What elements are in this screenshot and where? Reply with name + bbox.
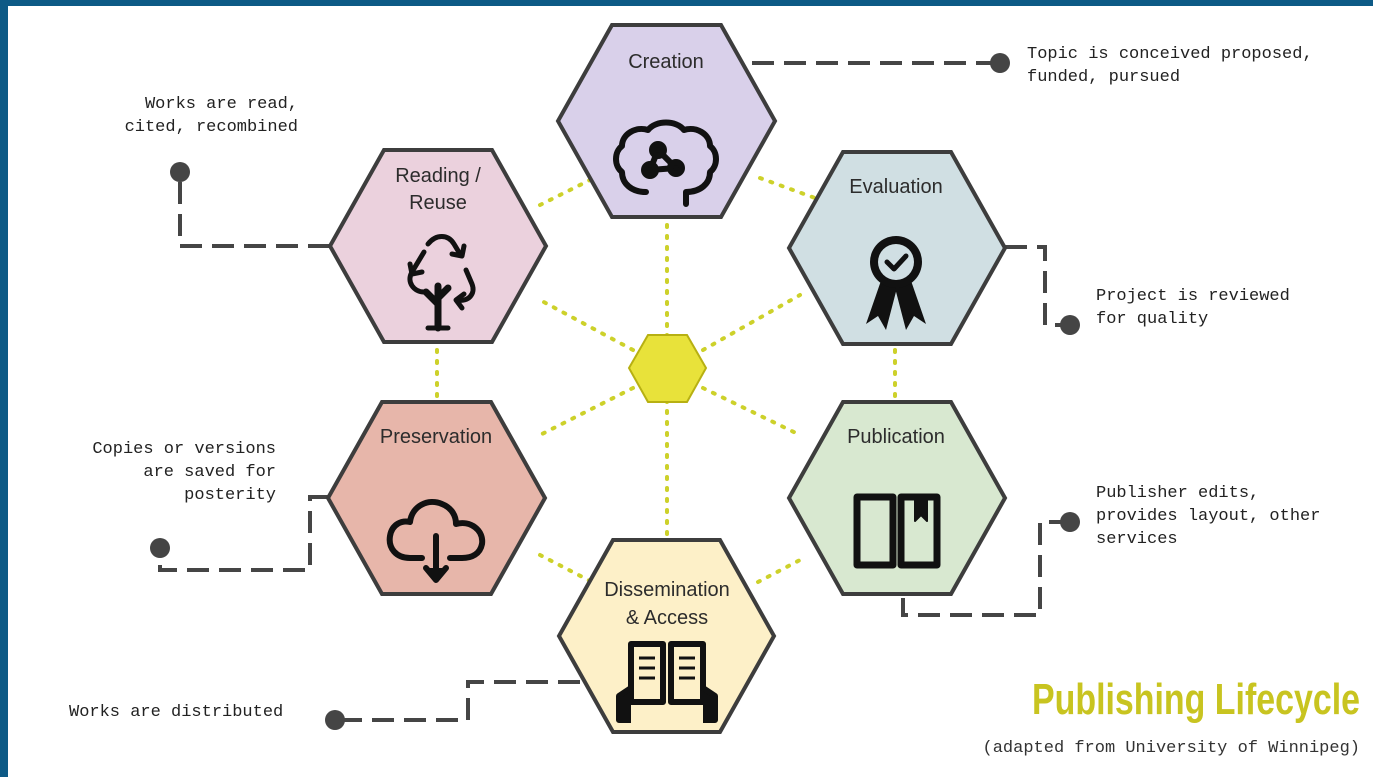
note-evaluation-line1: Project is reviewed — [1096, 287, 1290, 306]
stage-publication-label: Publication — [847, 426, 945, 448]
note-reading-line2: cited, recombined — [125, 118, 298, 137]
award-ribbon-icon — [866, 236, 926, 330]
note-reading-line1: Works are read, — [145, 95, 298, 114]
stage-dissemination-label-line1: Dissemination — [604, 579, 730, 601]
note-creation: Topic is conceived proposed, funded, pur… — [1027, 45, 1313, 87]
diagram-subtitle: (adapted from University of Winnipeg) — [983, 739, 1360, 758]
dotted-connectors — [435, 176, 897, 584]
stage-dissemination[interactable]: Dissemination & Access — [556, 538, 777, 734]
note-preservation-line1: Copies or versions — [92, 440, 276, 459]
stage-publication[interactable]: Publication — [786, 400, 1008, 596]
note-evaluation-line2: for quality — [1096, 310, 1208, 329]
note-publication-line2: provides layout, other — [1096, 507, 1320, 526]
note-evaluation: Project is reviewed for quality — [1096, 287, 1290, 329]
reading-hands-icon — [616, 641, 718, 723]
dashed-leaders — [158, 61, 1070, 722]
stage-reading-label-line1: Reading / — [395, 165, 481, 187]
brain-network-icon — [613, 119, 719, 207]
leader-endpoints — [150, 53, 1080, 730]
note-dissemination: Works are distributed — [69, 703, 283, 722]
note-publication: Publisher edits, provides layout, other … — [1096, 484, 1320, 549]
stage-creation[interactable]: Creation — [555, 23, 778, 219]
stage-preservation[interactable]: Preservation — [325, 400, 548, 596]
note-preservation-line2: are saved for — [143, 463, 276, 482]
stage-evaluation-label: Evaluation — [849, 176, 942, 198]
note-publication-line3: services — [1096, 530, 1178, 549]
note-dissemination-line1: Works are distributed — [69, 703, 283, 722]
note-reading: Works are read, cited, recombined — [125, 95, 298, 137]
stage-reading[interactable]: Reading / Reuse — [327, 148, 549, 344]
center-hexagon — [627, 334, 708, 403]
cloud-download-icon — [386, 499, 486, 583]
stage-evaluation[interactable]: Evaluation — [786, 150, 1008, 346]
note-creation-line2: funded, pursued — [1027, 68, 1180, 87]
note-creation-line1: Topic is conceived proposed, — [1027, 45, 1313, 64]
stage-creation-label: Creation — [628, 51, 704, 73]
note-preservation-line3: posterity — [184, 486, 276, 505]
note-preservation: Copies or versions are saved for posteri… — [92, 440, 276, 505]
recycle-tree-icon — [407, 234, 476, 332]
note-publication-line1: Publisher edits, — [1096, 484, 1259, 503]
stage-dissemination-label-line2: & Access — [626, 607, 708, 629]
stage-reading-label-line2: Reuse — [409, 192, 467, 214]
stage-preservation-label: Preservation — [380, 426, 492, 448]
diagram-title: Publishing Lifecycle — [1032, 675, 1360, 724]
open-book-icon — [853, 493, 941, 569]
